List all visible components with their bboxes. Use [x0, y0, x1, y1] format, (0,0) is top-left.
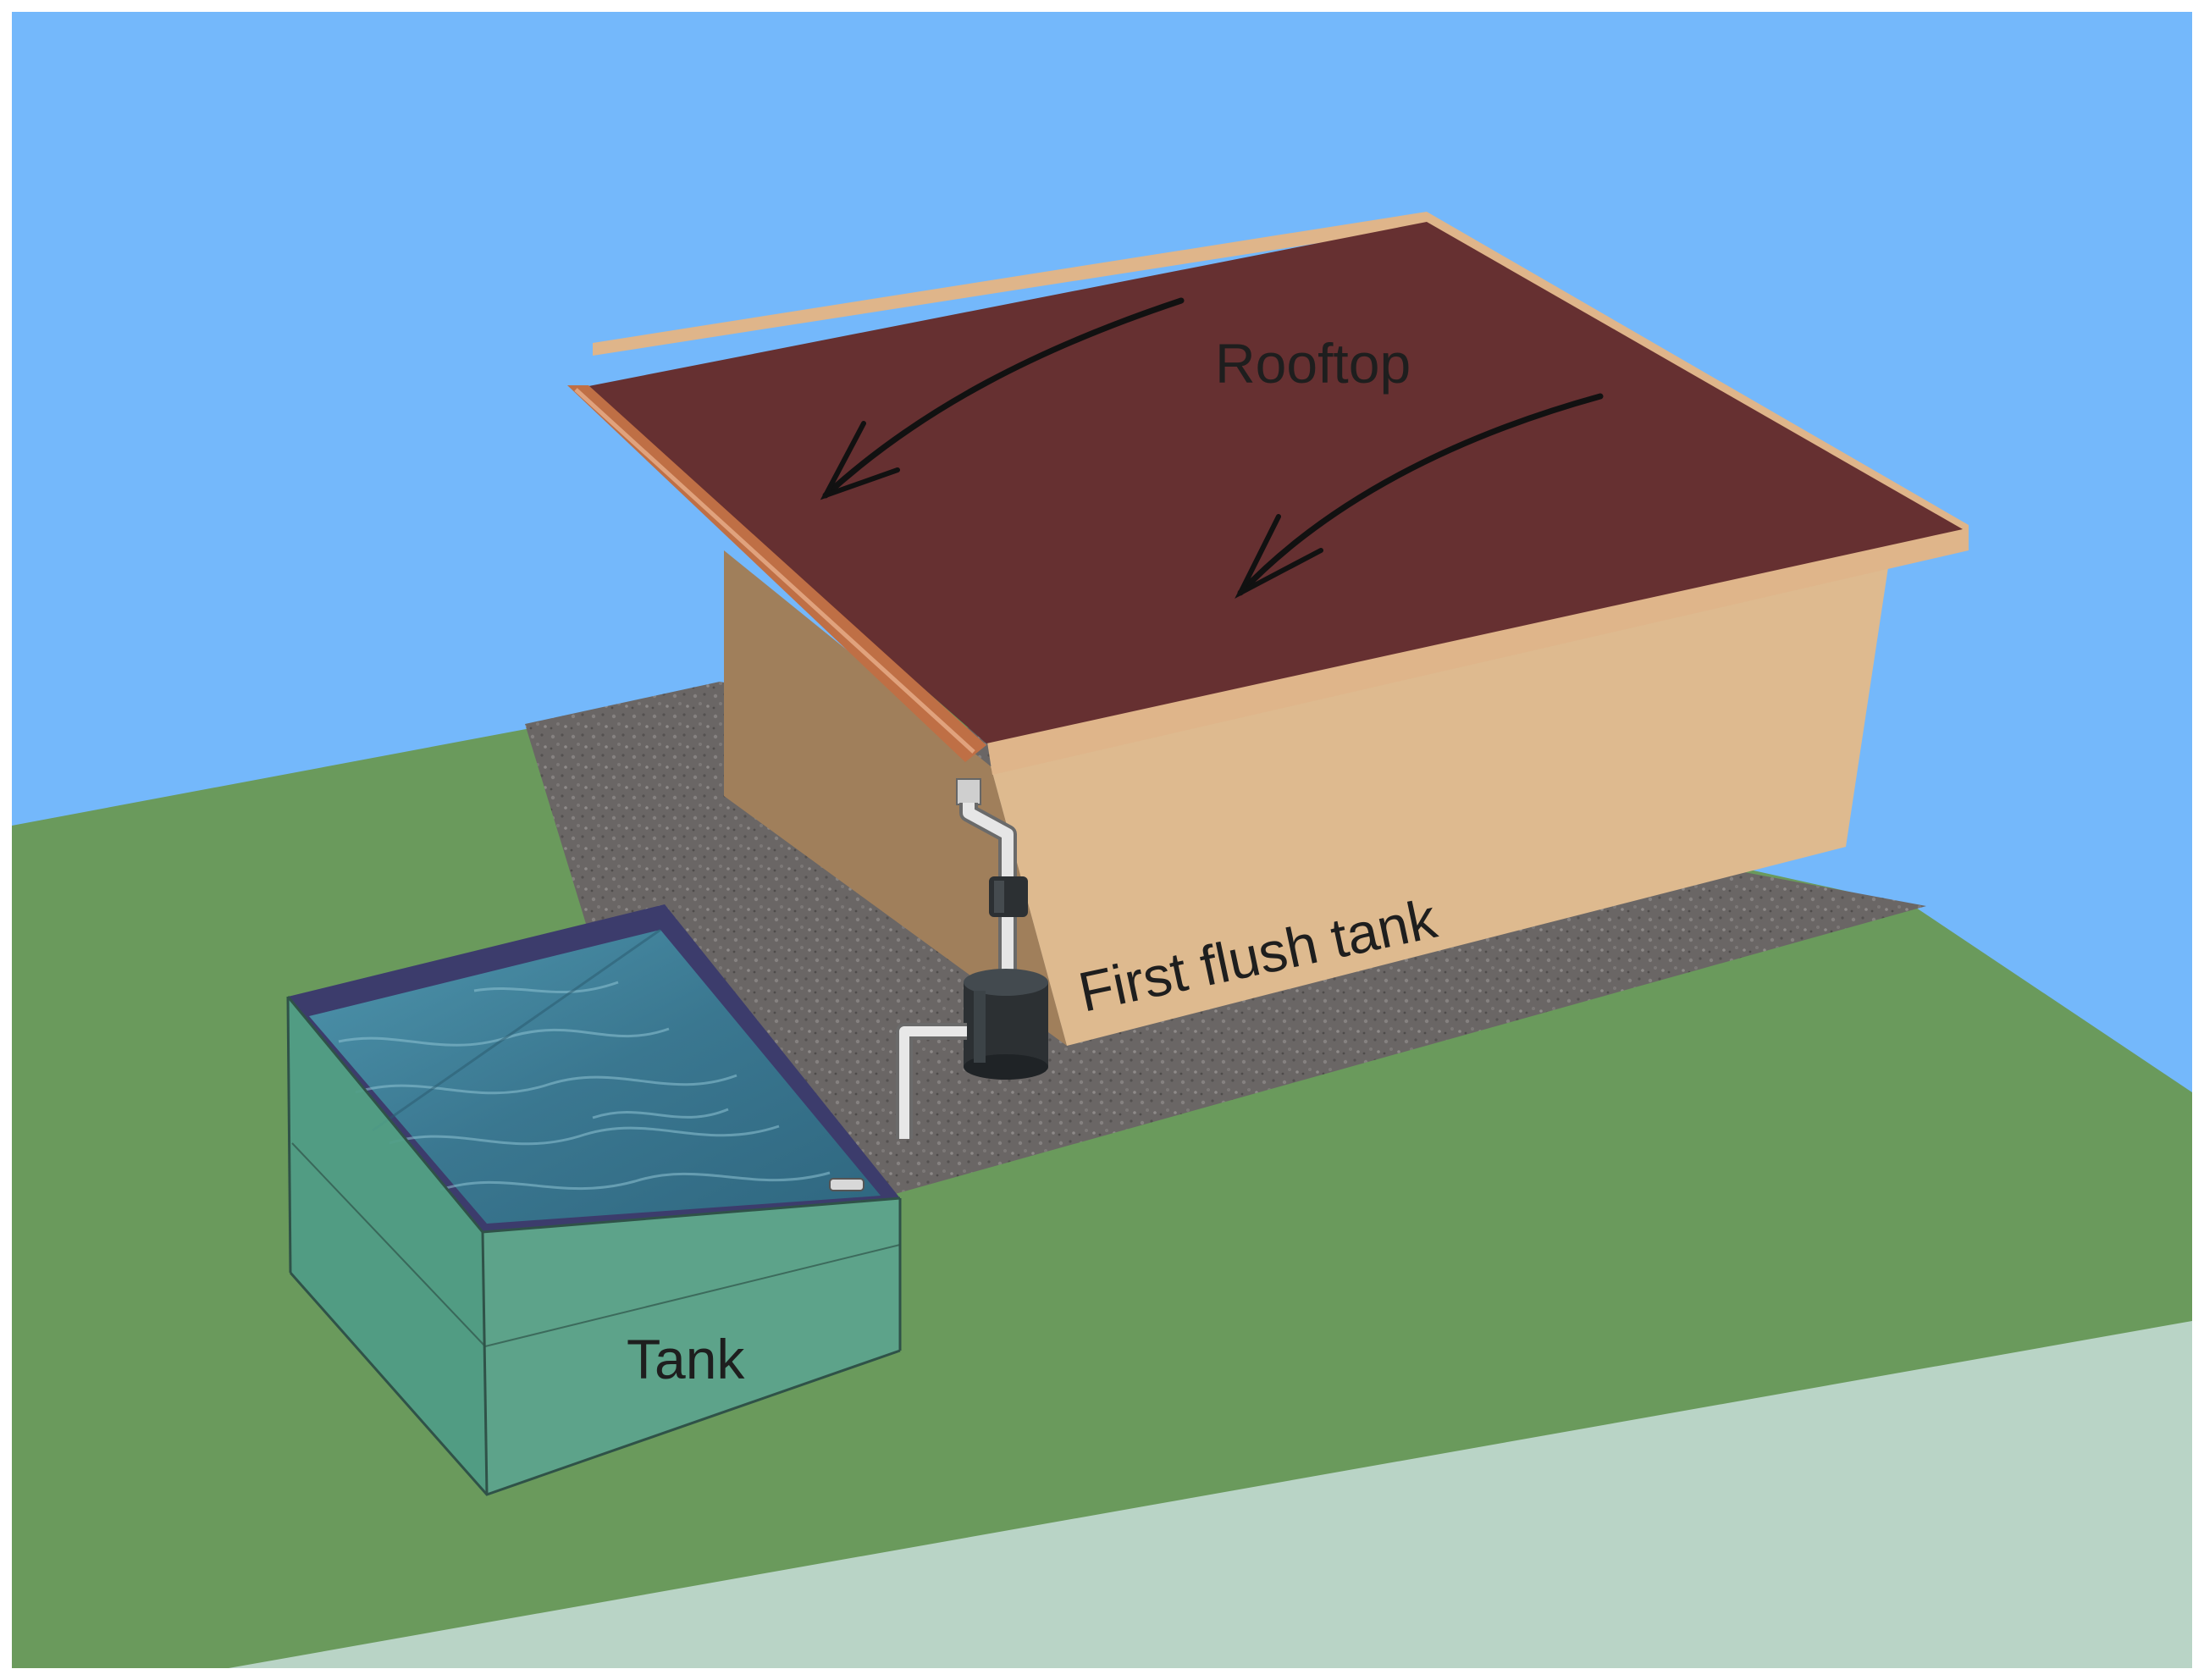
roof-trim: [986, 525, 1969, 775]
storage-tank: [286, 904, 902, 1496]
house-front-wall: [991, 567, 1888, 1046]
label-tank: Tank: [627, 1328, 745, 1390]
pipe-coupling: [989, 876, 1028, 917]
tank-front-face: [288, 997, 487, 1495]
flow-arrow-left: [820, 297, 1185, 500]
gutter-highlight: [574, 388, 975, 754]
tank-inlet: [829, 1178, 864, 1191]
first-flush-tank: [964, 969, 1048, 1080]
outlet-pipe: [896, 1023, 967, 1139]
flow-arrow-right: [1235, 393, 1604, 599]
house-side-wall: [724, 550, 1067, 1046]
label-rooftop: Rooftop: [1215, 332, 1411, 395]
tank-side-face: [483, 1198, 900, 1495]
roof: [580, 222, 1963, 743]
roof-back-trim: [593, 212, 1969, 542]
